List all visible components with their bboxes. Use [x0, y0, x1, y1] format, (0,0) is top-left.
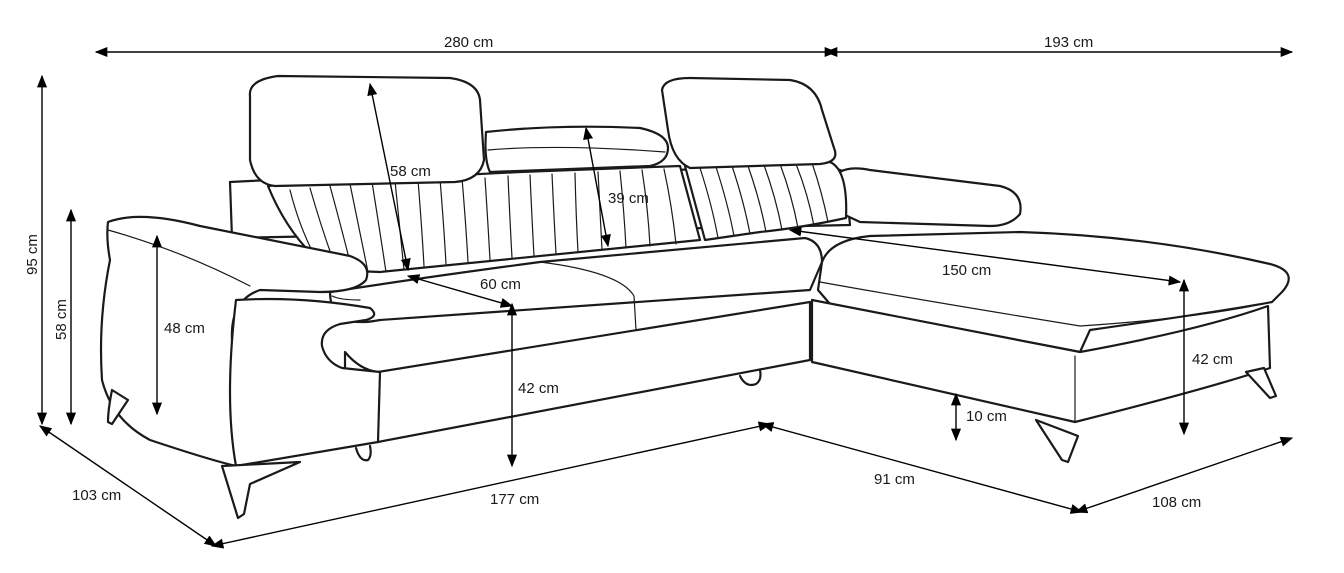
- label-front-length: 177 cm: [490, 491, 539, 508]
- dimension-lines: [36, 46, 1294, 549]
- dim-line-39: [583, 126, 611, 248]
- label-backrest-height: 58 cm: [53, 299, 70, 340]
- label-headrest-span: 58 cm: [390, 163, 431, 180]
- label-seat-height: 42 cm: [518, 380, 559, 397]
- label-chaise-seat-height: 42 cm: [1192, 351, 1233, 368]
- leg-front-left: [106, 388, 130, 426]
- dim-line-150: [788, 226, 1182, 286]
- label-overall-width-right: 193 cm: [1044, 34, 1093, 51]
- dim-line-103: [38, 425, 218, 547]
- sofa-outline: [99, 74, 1290, 520]
- dim-line-58-head: [367, 82, 411, 272]
- label-overall-width-left: 280 cm: [444, 34, 493, 51]
- label-total-height: 95 cm: [24, 234, 41, 275]
- dim-line-91: [760, 422, 1084, 514]
- leg-front-mid: [220, 460, 302, 520]
- label-seat-depth: 60 cm: [480, 276, 521, 293]
- label-left-depth: 103 cm: [72, 487, 121, 504]
- leg-chaise-back: [1244, 366, 1278, 400]
- label-leg-height: 10 cm: [966, 408, 1007, 425]
- label-chaise-front: 91 cm: [874, 471, 915, 488]
- label-armrest-height: 48 cm: [164, 320, 205, 337]
- leg-chaise-front: [1034, 418, 1080, 464]
- dim-line-60: [406, 274, 514, 308]
- dim-line-177: [210, 421, 772, 549]
- dimension-labels: 280 cm 193 cm 95 cm 58 cm 48 cm 58 cm 39…: [24, 34, 1233, 511]
- label-chaise-length: 150 cm: [942, 262, 991, 279]
- dim-line-108: [1074, 436, 1294, 514]
- label-headrest-height: 39 cm: [608, 190, 649, 207]
- label-chaise-width: 108 cm: [1152, 494, 1201, 511]
